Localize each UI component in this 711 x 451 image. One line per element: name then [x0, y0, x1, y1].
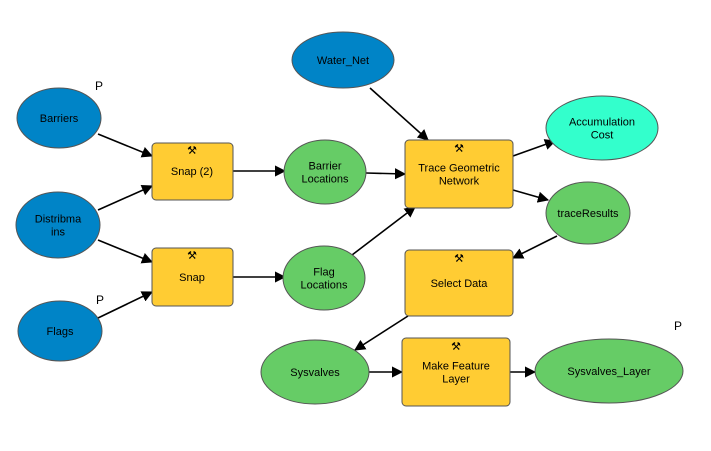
connector-water-net-to-trace	[369, 87, 429, 141]
node-label: traceResults	[557, 208, 619, 220]
flags-parameter-marker: P	[96, 293, 104, 307]
select-data-tool[interactable]: ⚒ Select Data	[404, 249, 514, 317]
hammer-icon: ⚒	[187, 250, 197, 262]
connector-distribmains-to-snap	[97, 239, 154, 264]
connector-barrier-locations-to-trace	[365, 168, 407, 180]
connector-distribmains-to-snap2	[97, 184, 154, 211]
derived-data-ellipse	[545, 181, 631, 245]
trace-results-node[interactable]: traceResults	[545, 181, 631, 245]
sysvalves-node[interactable]: Sysvalves	[260, 339, 370, 405]
output-param-ellipse	[545, 95, 659, 161]
parameter-markers: P P P	[95, 79, 682, 333]
tool-rect	[404, 139, 514, 209]
tool-rect	[404, 249, 514, 317]
node-label: Water_Net	[317, 55, 369, 67]
connector-barriers-to-snap2	[97, 133, 154, 158]
node-label: Barriers	[40, 113, 79, 125]
derived-data-ellipse	[283, 139, 367, 205]
node-label: Snap (2)	[171, 166, 213, 178]
water-net-node[interactable]: Water_Net	[291, 31, 395, 89]
input-data-ellipse	[291, 31, 395, 89]
tool-rect	[151, 142, 234, 201]
snap2-tool[interactable]: ⚒ Snap (2)	[151, 142, 234, 201]
connector-trace-results-to-select-data	[511, 235, 558, 259]
connector-flag-locations-to-trace	[351, 206, 416, 256]
flags-node[interactable]: Flags	[17, 300, 103, 362]
connector-trace-to-accumulation-cost	[512, 139, 557, 157]
hammer-icon: ⚒	[187, 145, 197, 157]
tool-rect	[151, 247, 234, 307]
hammer-icon: ⚒	[454, 253, 464, 265]
node-label: Select Data	[431, 278, 489, 290]
barriers-parameter-marker: P	[95, 79, 103, 93]
node-label: Snap	[179, 272, 205, 284]
input-data-ellipse	[15, 191, 101, 259]
node-label: Sysvalves_Layer	[567, 366, 650, 378]
node-label: Flags	[47, 326, 74, 338]
connector-select-data-to-sysvalves	[354, 315, 409, 351]
input-data-ellipse	[17, 300, 103, 362]
barriers-node[interactable]: Barriers	[16, 87, 102, 149]
connector-trace-to-trace-results	[512, 189, 550, 203]
snap-tool[interactable]: ⚒ Snap	[151, 247, 234, 307]
derived-data-ellipse	[282, 245, 366, 311]
input-data-ellipse	[16, 87, 102, 149]
connector-flags-to-snap	[97, 291, 154, 319]
tool-rect	[401, 337, 511, 407]
derived-data-ellipse	[260, 339, 370, 405]
connectors	[97, 87, 558, 378]
derived-data-ellipse	[534, 338, 684, 404]
node-label: Sysvalves	[290, 367, 340, 379]
sysvalves-layer-node[interactable]: Sysvalves_Layer	[534, 338, 684, 404]
hammer-icon: ⚒	[451, 341, 461, 353]
hammer-icon: ⚒	[454, 143, 464, 155]
sysvalves-layer-parameter-marker: P	[674, 319, 682, 333]
